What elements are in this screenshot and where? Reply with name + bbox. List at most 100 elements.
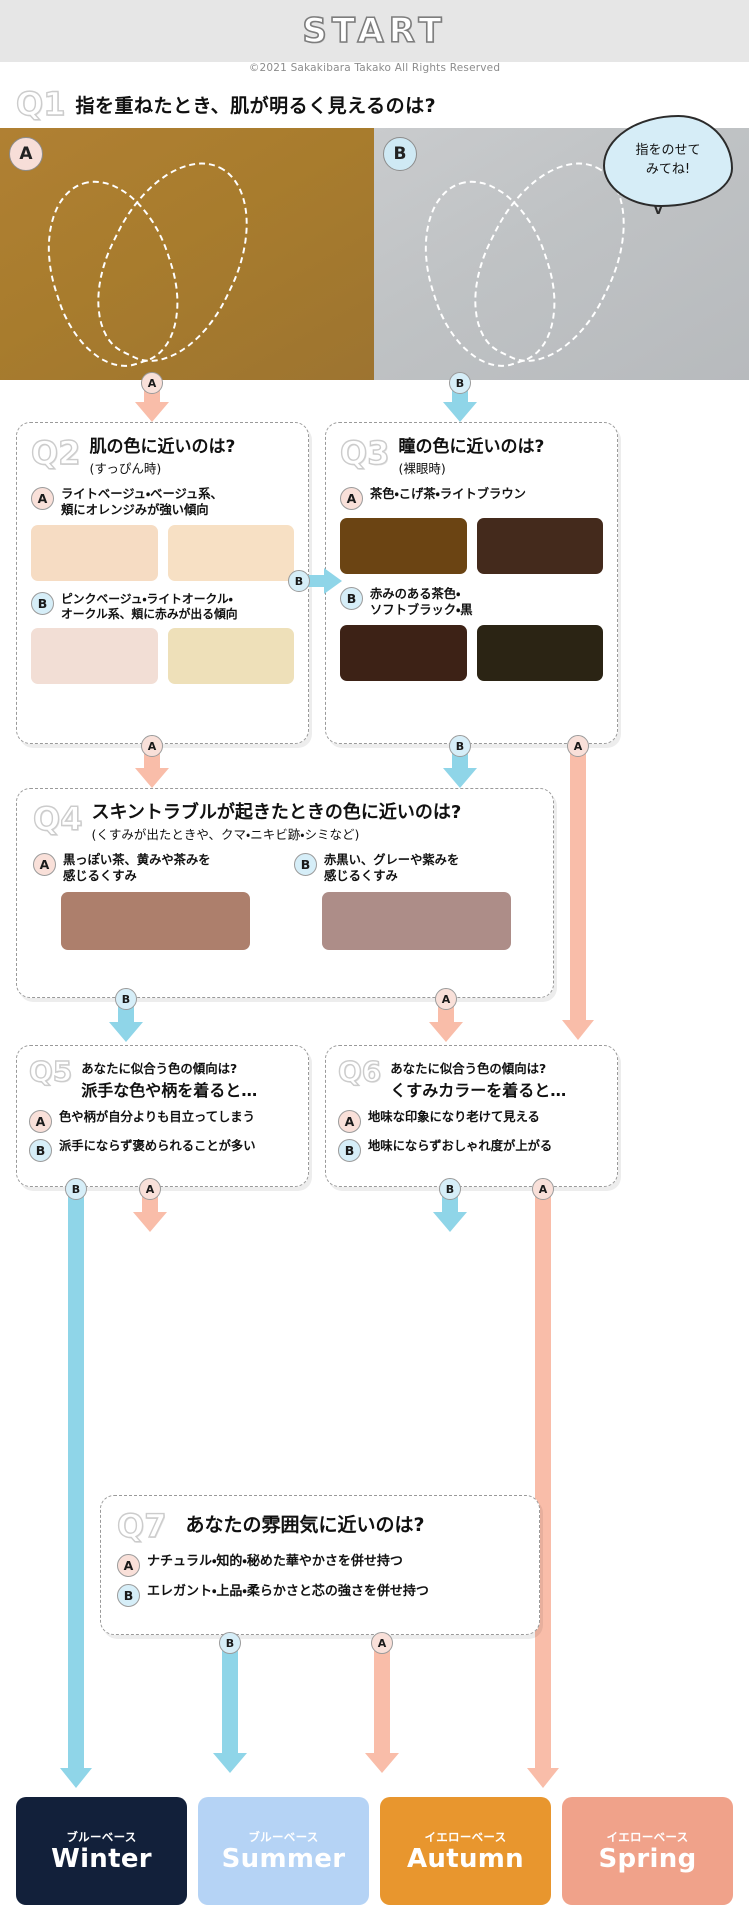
q3-tag: Q3 <box>339 434 390 472</box>
arrow-label-a-q4: A <box>141 735 163 757</box>
q5-option-b[interactable]: B 派手にならず褒められることが多い <box>29 1139 296 1162</box>
q3-option-b-swatches <box>340 624 603 681</box>
option-badge-b: B <box>29 1139 52 1162</box>
q7-card: Q7 あなたの雰囲気に近いのは? A ナチュラル・知的・秘めた華やかさを併せ持つ… <box>100 1495 540 1635</box>
q7-option-a-text: ナチュラル・知的・秘めた華やかさを併せ持つ <box>147 1554 403 1569</box>
q3-title: 瞳の色に近いのは? <box>398 437 545 457</box>
q2-option-b-swatches <box>31 628 294 685</box>
color-swatch <box>167 524 294 581</box>
q1-tag: Q1 <box>15 85 66 123</box>
q5-title-line1: あなたに似合う色の傾向は? <box>81 1061 238 1076</box>
option-badge-b: B <box>338 1139 361 1162</box>
arrow-q7-to-summer <box>208 1645 252 1775</box>
q1-title: 指を重ねたとき、肌が明るく見えるのは? <box>75 94 437 117</box>
option-badge-a: A <box>117 1554 140 1577</box>
q2-subtitle: (すっぴん時) <box>89 460 162 476</box>
q5-head: Q5 あなたに似合う色の傾向は? 派手な色や柄を着ると… <box>28 1055 296 1101</box>
q7-option-b-text: エレガント・上品・柔らかさと芯の強さを併せ持つ <box>147 1584 429 1599</box>
q2-option-a[interactable]: A ライトベージュ・ベージュ系、頬にオレンジみが強い傾向 <box>31 486 294 519</box>
q2-option-b-text: ピンクベージュ・ライトオークル・オークル系、頬に赤みが出る傾向 <box>61 591 238 621</box>
q5-title-line2: 派手な色や柄を着ると… <box>81 1081 258 1100</box>
arrow-label-b-q5: B <box>115 988 137 1010</box>
option-badge-b: B <box>117 1584 140 1607</box>
arrow-label-a-q7: A <box>139 1178 161 1200</box>
result-season-label: Spring <box>598 1843 697 1874</box>
color-swatch <box>167 628 294 685</box>
q2-head: Q2 肌の色に近いのは? (すっぴん時) <box>30 434 294 477</box>
hint-text: 指をのせてみてね! <box>635 143 701 177</box>
color-swatch <box>31 524 158 581</box>
q6-option-b[interactable]: B 地味にならずおしゃれ度が上がる <box>338 1139 605 1162</box>
q6-option-a[interactable]: A 地味な印象になり老けて見える <box>338 1110 605 1133</box>
start-label: START <box>302 10 447 52</box>
q4-option-b[interactable]: B 赤黒い、グレーや紫みを感じるくすみ <box>294 852 537 885</box>
option-badge-b: B <box>294 852 317 876</box>
q2-option-a-text: ライトベージュ・ベージュ系、頬にオレンジみが強い傾向 <box>61 486 223 517</box>
result-base-label: イエローベース <box>424 1829 507 1844</box>
q1-panel-a[interactable]: A <box>0 128 374 380</box>
q1-heading: Q1 指を重ねたとき、肌が明るく見えるのは? <box>15 85 676 123</box>
option-badge-a: A <box>29 1110 52 1133</box>
q6-title-line1: あなたに似合う色の傾向は? <box>390 1061 547 1076</box>
q3-head: Q3 瞳の色に近いのは? (裸眼時) <box>339 434 603 477</box>
q7-option-a[interactable]: A ナチュラル・知的・秘めた華やかさを併せ持つ <box>117 1554 523 1577</box>
q7-head: Q7 あなたの雰囲気に近いのは? <box>116 1507 523 1545</box>
q4-option-a-text: 黒っぽい茶、黄みや茶みを感じるくすみ <box>63 852 211 883</box>
option-badge-b: B <box>31 591 54 615</box>
result-season-label: Autumn <box>407 1843 524 1874</box>
q4-option-b-text: 赤黒い、グレーや紫みを感じるくすみ <box>324 852 460 883</box>
q6-head: Q6 あなたに似合う色の傾向は? くすみカラーを着ると… <box>337 1057 605 1101</box>
result-season-label: Winter <box>51 1843 152 1874</box>
q5-card: Q5 あなたに似合う色の傾向は? 派手な色や柄を着ると… A 色や柄が自分よりも… <box>16 1045 309 1187</box>
q7-tag: Q7 <box>116 1507 167 1545</box>
q3-option-a-swatches <box>340 517 603 574</box>
start-banner: START <box>0 0 749 62</box>
q3-option-a[interactable]: A 茶色・こげ茶・ライトブラウン <box>340 486 603 510</box>
q5-tag: Q5 <box>28 1055 73 1088</box>
arrow-label-a-autumn2: A <box>371 1632 393 1654</box>
q3-option-a-text: 茶色・こげ茶・ライトブラウン <box>370 486 526 501</box>
q3-subtitle: (裸眼時) <box>398 460 446 476</box>
q2-option-a-swatches <box>31 524 294 581</box>
q3-option-b-text: 赤みのある茶色・ソフトブラック・黒 <box>370 586 473 617</box>
q4-tag: Q4 <box>32 800 83 838</box>
q4-subtitle: (くすみが出たときや、クマ・ニキビ跡・シミなど) <box>91 826 360 842</box>
q4-head: Q4 スキントラブルが起きたときの色に近いのは? (くすみが出たときや、クマ・ニ… <box>32 800 537 843</box>
q2-title: 肌の色に近いのは? <box>89 437 236 457</box>
q3-option-b[interactable]: B 赤みのある茶色・ソフトブラック・黒 <box>340 586 603 619</box>
q2-tag: Q2 <box>30 434 81 472</box>
result-base-label: ブルーベース <box>66 1829 137 1844</box>
q6-option-b-text: 地味にならずおしゃれ度が上がる <box>368 1139 553 1153</box>
arrow-label-a-autumn: A <box>532 1178 554 1200</box>
panel-a-badge: A <box>9 137 43 171</box>
q7-title: あなたの雰囲気に近いのは? <box>185 1514 425 1537</box>
arrow-label-a-q6: A <box>435 988 457 1010</box>
color-swatch <box>476 517 603 574</box>
panel-b-badge: B <box>383 137 417 171</box>
q4-option-a-swatches <box>33 891 276 950</box>
result-season-label: Summer <box>221 1843 346 1874</box>
q6-card: Q6 あなたに似合う色の傾向は? くすみカラーを着ると… A 地味な印象になり老… <box>325 1045 618 1187</box>
q4-option-a[interactable]: A 黒っぽい茶、黄みや茶みを感じるくすみ <box>33 852 276 885</box>
arrow-q6-to-autumn <box>527 1190 559 1796</box>
q5-option-a[interactable]: A 色や柄が自分よりも目立ってしまう <box>29 1110 296 1133</box>
option-badge-b: B <box>340 586 363 610</box>
q3-card: Q3 瞳の色に近いのは? (裸眼時) A 茶色・こげ茶・ライトブラウン B 赤み… <box>325 422 618 744</box>
option-badge-a: A <box>340 486 363 510</box>
copyright-text: ©2021 Sakakibara Takako All Rights Reser… <box>248 62 501 74</box>
q6-option-a-text: 地味な印象になり老けて見える <box>368 1110 540 1124</box>
option-badge-a: A <box>33 852 56 876</box>
q2-card: Q2 肌の色に近いのは? (すっぴん時) A ライトベージュ・ベージュ系、頬にオ… <box>16 422 309 744</box>
color-swatch <box>31 628 158 685</box>
q2-option-b[interactable]: B ピンクベージュ・ライトオークル・オークル系、頬に赤みが出る傾向 <box>31 591 294 623</box>
color-swatch <box>61 891 250 950</box>
arrow-label-b-q4: B <box>449 735 471 757</box>
q7-option-b[interactable]: B エレガント・上品・柔らかさと芯の強さを併せ持つ <box>117 1584 523 1607</box>
option-badge-a: A <box>31 486 54 510</box>
